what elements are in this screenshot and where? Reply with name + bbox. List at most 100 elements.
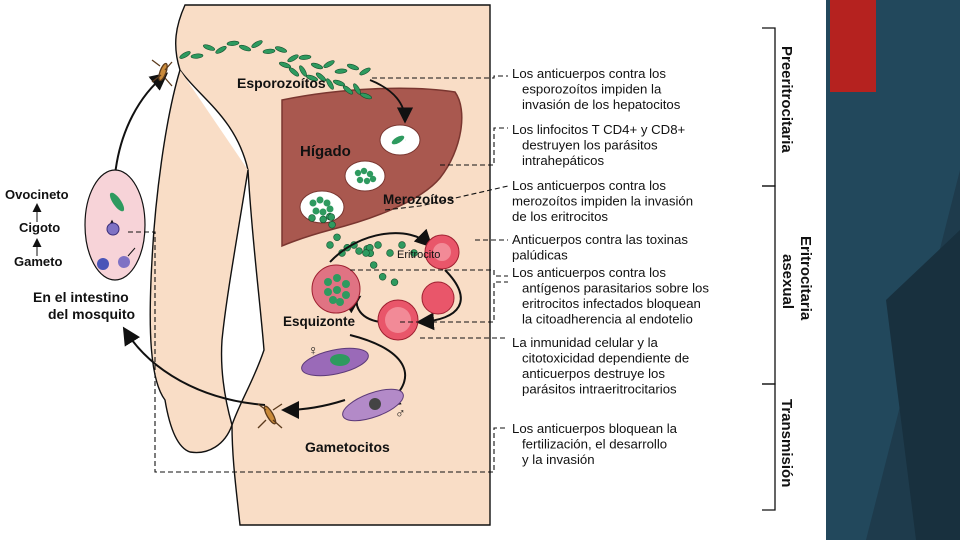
- human-arm: [149, 69, 249, 454]
- stage-transmision: Transmisión: [778, 399, 795, 487]
- label-esporozoitos: Esporozoítos: [237, 75, 326, 91]
- merozoite-20: [386, 249, 394, 257]
- merozoite-4: [327, 213, 336, 221]
- sporozoite-12: [311, 62, 323, 70]
- sporozoite-21: [315, 72, 327, 82]
- note-6-line-3: anticuerpos destruye los: [522, 366, 665, 381]
- erythrocyte-2: [421, 281, 455, 315]
- sporozoite-14: [334, 68, 348, 74]
- note-2-line-2: destruyen los parásitos: [522, 138, 658, 153]
- note-5-line-2: antígenos parasitarios sobre los: [522, 281, 709, 296]
- male-symbol: ♂: [395, 405, 406, 421]
- gamete-1: [97, 258, 109, 270]
- stage-eritrocitaria-1: Eritrocitaria: [797, 236, 814, 321]
- stage-eritrocitaria-2: asexual: [779, 254, 796, 309]
- merozoite-21: [398, 241, 406, 249]
- mosquito-icon-top: [151, 59, 173, 87]
- label-merozoitos: Merozoítos: [383, 192, 454, 207]
- label-eritrocito: Eritrocito: [397, 249, 440, 261]
- merozoite-13: [378, 273, 387, 281]
- malaria-life-cycle-diagram: Esporozoítos Hígado Merozoítos Eritrocit…: [5, 4, 814, 526]
- merozoite-2: [319, 215, 327, 224]
- sporozoite-23: [333, 79, 345, 87]
- sporozoite-11: [298, 54, 312, 60]
- sporozoite-22: [326, 78, 334, 90]
- merozoite-18: [362, 249, 370, 257]
- slide-decoration: [826, 0, 960, 540]
- label-cigoto: Cigoto: [19, 220, 60, 235]
- note-3-line-3: de los eritrocitos: [512, 209, 608, 224]
- sporozoite-8: [262, 48, 276, 54]
- merozoite-22: [410, 249, 418, 257]
- label-gametocitos: Gametocitos: [305, 439, 390, 455]
- note-4-line-1: Anticuerpos contra las toxinas: [512, 232, 688, 247]
- note-1-line-1: Los anticuerpos contra los: [512, 66, 666, 81]
- human-to-mosquito-arrow: [122, 326, 266, 406]
- sporozoite-13: [323, 60, 335, 68]
- merozoite-8: [355, 247, 363, 255]
- sporozoite-15: [347, 63, 359, 71]
- to-mosquito-arrow: [281, 399, 346, 419]
- sporozoites: [179, 40, 372, 100]
- sporozoite-to-liver-arrow: [369, 79, 414, 124]
- merozoite-14: [390, 278, 399, 286]
- sporozoite-2: [190, 53, 204, 59]
- sporozoite-18: [288, 67, 300, 77]
- sporozoite-24: [342, 85, 354, 95]
- sporozoite-7: [251, 40, 263, 48]
- merozoite-loop-arrow: [329, 228, 433, 263]
- note-1-line-2: esporozoítos impiden la: [522, 82, 662, 97]
- sporozoite-3: [203, 44, 215, 51]
- note-6-line-2: citotoxicidad dependiente de: [522, 351, 689, 366]
- label-gameto: Gameto: [14, 254, 62, 269]
- sporozoite-20: [306, 74, 318, 82]
- merozoite-1: [308, 214, 316, 222]
- note-7-line-3: y la invasión: [522, 452, 595, 467]
- sporozoite-9: [275, 46, 287, 53]
- note-5-line-1: Los anticuerpos contra los: [512, 265, 666, 280]
- stage-brackets: [762, 27, 776, 511]
- dashed-connectors: [128, 75, 509, 473]
- label-esquizonte: Esquizonte: [283, 314, 355, 329]
- note-1-line-3: invasión de los hepatocitos: [522, 97, 681, 112]
- note-7-line-2: fertilización, el desarrollo: [522, 437, 667, 452]
- gamete-2: [118, 256, 130, 268]
- note-5-line-4: la citoadherencia al endotelio: [522, 312, 693, 327]
- note-3-line-1: Los anticuerpos contra los: [512, 178, 666, 193]
- ookinete: [109, 192, 125, 212]
- note-2-line-3: intrahepáticos: [522, 153, 605, 168]
- female-symbol: ♀: [308, 342, 319, 358]
- sporozoite-26: [360, 92, 372, 100]
- note-2-line-1: Los linfocitos T CD4+ y CD8+: [512, 122, 686, 137]
- sporozoite-6: [239, 44, 251, 52]
- sporozoite-17: [279, 61, 291, 69]
- sporozoite-5: [226, 40, 240, 46]
- sporozoite-10: [287, 54, 299, 63]
- merozoite-15: [326, 241, 334, 249]
- note-6-line-1: La inmunidad celular y la: [512, 335, 659, 350]
- sporozoite-1: [179, 51, 191, 59]
- merozoite-12: [369, 261, 378, 269]
- label-higado: Hígado: [300, 143, 351, 160]
- merozoites: [308, 212, 418, 286]
- note-7-line-1: Los anticuerpos bloquean la: [512, 421, 678, 436]
- label-intestino-1: En el intestino: [33, 289, 129, 305]
- merozoite-5: [328, 221, 336, 229]
- sporozoite-4: [215, 46, 227, 54]
- mosquito-icon-bottom: [257, 403, 283, 429]
- note-4-line-2: palúdicas: [512, 248, 568, 263]
- hepatocyte-2: [344, 160, 386, 192]
- note-3-line-2: merozoítos impiden la invasión: [512, 194, 693, 209]
- label-ovocineto: Ovocineto: [5, 187, 69, 202]
- sporozoite-16: [359, 67, 371, 76]
- note-5-line-3: eritrocitos infectados bloquean: [522, 296, 701, 311]
- note-6-line-4: parásitos intraeritrocitarios: [522, 382, 677, 397]
- merozoite-19: [374, 241, 382, 249]
- stage-preeritrocitaria: Preeritrocitaria: [778, 46, 795, 153]
- mosquito-to-human-arrow: [114, 72, 169, 176]
- zygote: [106, 222, 120, 236]
- merozoite-6: [333, 233, 341, 241]
- label-intestino-2: del mosquito: [48, 306, 135, 322]
